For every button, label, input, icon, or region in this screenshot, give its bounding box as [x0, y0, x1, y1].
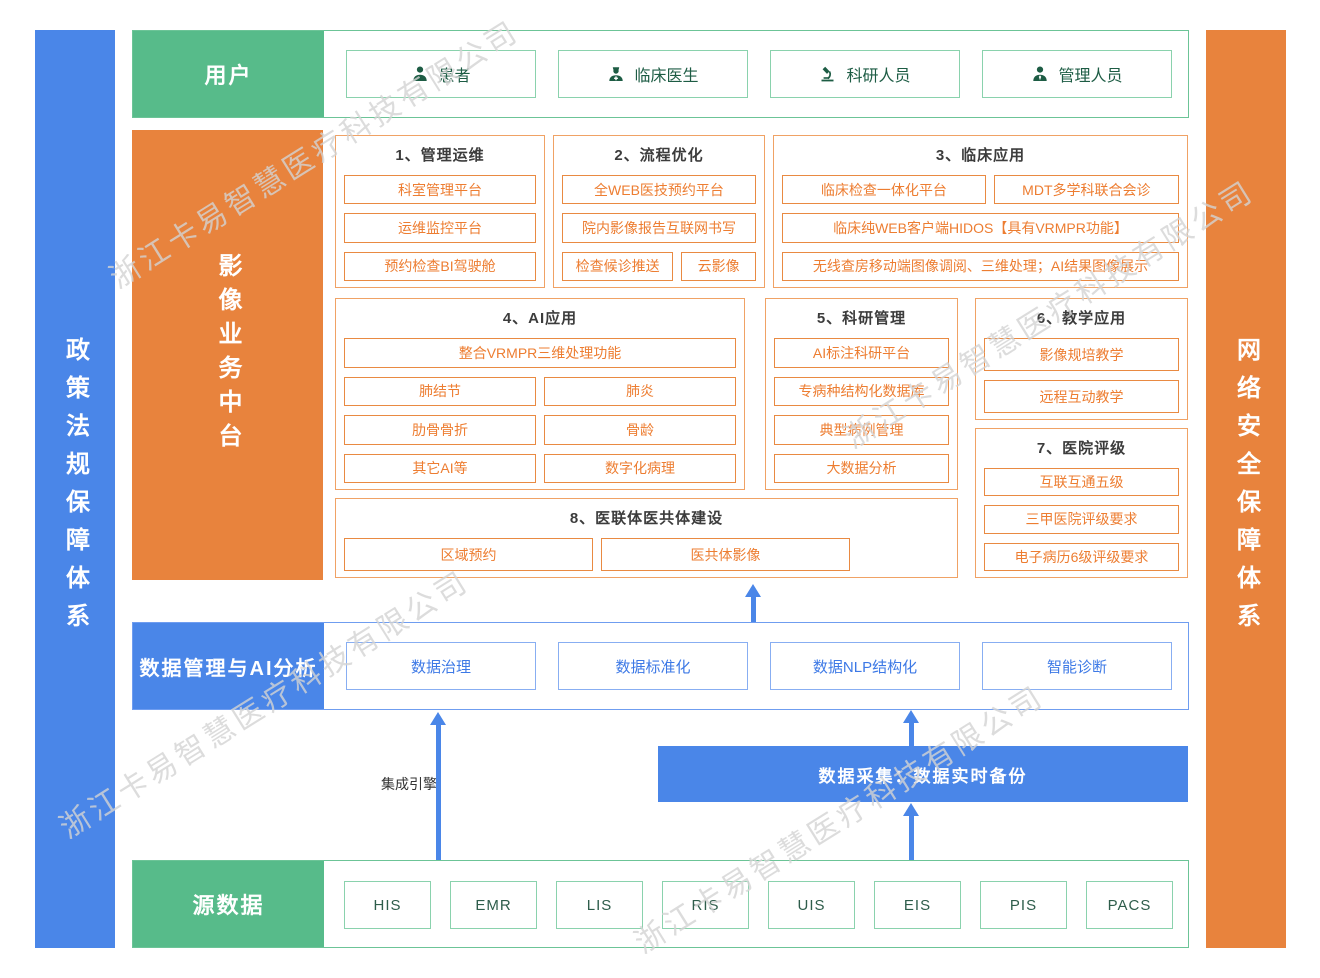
section-title: 1、管理运维 [395, 146, 485, 164]
user-box-manager: 管理人员 [982, 50, 1172, 98]
microscope-icon [819, 65, 837, 83]
business-row: 影像业务中台 1、管理运维 科室管理平台 运维监控平台 预约检查BI驾驶舱 2、… [132, 130, 1189, 580]
feature-box: 肺结节 [344, 376, 536, 406]
collection-lower-arrow-head [903, 803, 919, 816]
feature-box: 肋骨骨折 [344, 415, 536, 445]
data-mgmt-box: 数据治理 [346, 642, 536, 690]
feature-box: 三甲医院评级要求 [984, 505, 1179, 534]
section-medical-alliance: 8、医联体医共体建设 区域预约 医共体影像 [335, 498, 958, 578]
feature-box: 大数据分析 [774, 453, 949, 483]
section-teaching-application: 6、教学应用 影像规培教学 远程互动教学 [975, 298, 1188, 420]
feature-box: 典型病例管理 [774, 415, 949, 445]
collection-up-arrow-head [903, 710, 919, 723]
feature-box: 肺炎 [544, 376, 736, 406]
data-collection-bar: 数据采集：数据实时备份 [658, 746, 1188, 802]
feature-box: 专病种结构化数据库 [774, 376, 949, 406]
user-box-label: 管理人员 [1058, 68, 1123, 85]
feature-box: 区域预约 [344, 538, 593, 571]
feature-box: MDT多学科联合会诊 [993, 175, 1179, 205]
patient-icon [411, 65, 429, 83]
feature-box: 影像规培教学 [984, 338, 1179, 371]
feature-box: 临床检查一体化平台 [782, 175, 986, 205]
user-box-label: 患者 [438, 68, 471, 85]
feature-box: 运维监控平台 [344, 213, 536, 243]
feature-box: 数字化病理 [544, 453, 736, 483]
section-research-management: 5、科研管理 AI标注科研平台 专病种结构化数据库 典型病例管理 大数据分析 [765, 298, 958, 490]
user-box-researcher: 科研人员 [770, 50, 960, 98]
users-row-label: 用户 [133, 31, 324, 117]
source-box: HIS [344, 881, 431, 929]
data-mgmt-box: 数据NLP结构化 [770, 642, 960, 690]
feature-box: 骨龄 [544, 415, 736, 445]
business-row-label: 影像业务中台 [132, 130, 323, 580]
source-data-row: 源数据 HIS EMR LIS RIS UIS EIS PIS PACS [132, 860, 1189, 948]
feature-box: 预约检查BI驾驶舱 [344, 251, 536, 281]
feature-box: AI标注科研平台 [774, 338, 949, 368]
data-mgmt-box: 数据标准化 [558, 642, 748, 690]
up-arrow-head [745, 584, 761, 597]
feature-box: 互联互通五级 [984, 468, 1179, 497]
left-policy-bar: 政策法规保障体系 [35, 30, 115, 948]
feature-box: 其它AI等 [344, 453, 536, 483]
user-box-label: 科研人员 [846, 68, 911, 85]
source-box: PACS [1086, 881, 1173, 929]
source-row-label: 源数据 [133, 861, 324, 947]
source-box: RIS [662, 881, 749, 929]
source-box: EIS [874, 881, 961, 929]
manager-icon [1031, 65, 1049, 83]
feature-box: 临床纯WEB客户端HIDOS【具有VRMPR功能】 [782, 213, 1179, 243]
section-title: 8、医联体医共体建设 [569, 509, 724, 527]
feature-box: 无线查房移动端图像调阅、三维处理；AI结果图像展示 [782, 251, 1179, 281]
section-clinical-application: 3、临床应用 临床检查一体化平台 MDT多学科联合会诊 临床纯WEB客户端HID… [773, 135, 1188, 288]
section-hospital-rating: 7、医院评级 互联互通五级 三甲医院评级要求 电子病历6级评级要求 [975, 428, 1188, 578]
integration-arrow-shaft [436, 724, 441, 860]
source-box: PIS [980, 881, 1067, 929]
feature-box: 院内影像报告互联网书写 [562, 213, 756, 243]
data-mgmt-box: 智能诊断 [982, 642, 1172, 690]
section-ai-application: 4、AI应用 整合VRMPR三维处理功能 肺结节 肺炎 肋骨骨折 骨龄 其它AI… [335, 298, 745, 490]
section-process-optimization: 2、流程优化 全WEB医技预约平台 院内影像报告互联网书写 检查候诊推送 云影像 [553, 135, 765, 288]
collection-up-arrow-shaft [909, 722, 914, 746]
section-title: 2、流程优化 [614, 146, 704, 164]
feature-box: 全WEB医技预约平台 [562, 175, 756, 205]
feature-box: 远程互动教学 [984, 380, 1179, 413]
users-row: 用户 患者 临床医生 科研人员 管理人员 [132, 30, 1189, 118]
data-mgmt-row: 数据管理与AI分析 数据治理 数据标准化 数据NLP结构化 智能诊断 [132, 622, 1189, 710]
user-box-doctor: 临床医生 [558, 50, 748, 98]
doctor-icon [607, 65, 625, 83]
section-title: 4、AI应用 [502, 309, 578, 327]
section-title: 3、临床应用 [935, 146, 1026, 164]
feature-box: 电子病历6级评级要求 [984, 542, 1179, 571]
right-security-bar: 网络安全保障体系 [1206, 30, 1286, 948]
source-box: EMR [450, 881, 537, 929]
integration-engine-label: 集成引擎 [381, 776, 437, 792]
feature-box: 医共体影像 [601, 538, 850, 571]
feature-box: 云影像 [681, 251, 756, 281]
source-box: UIS [768, 881, 855, 929]
section-title: 7、医院评级 [1036, 439, 1127, 457]
up-arrow-shaft [751, 596, 756, 622]
feature-box: 检查候诊推送 [562, 251, 674, 281]
data-mgmt-row-label: 数据管理与AI分析 [133, 623, 324, 709]
user-box-patient: 患者 [346, 50, 536, 98]
integration-arrow-head [430, 712, 446, 725]
user-box-label: 临床医生 [634, 68, 699, 85]
section-title: 6、教学应用 [1036, 309, 1127, 327]
section-management-ops: 1、管理运维 科室管理平台 运维监控平台 预约检查BI驾驶舱 [335, 135, 545, 288]
source-box: LIS [556, 881, 643, 929]
collection-lower-arrow-shaft [909, 815, 914, 860]
section-title: 5、科研管理 [816, 309, 907, 327]
feature-box: 科室管理平台 [344, 175, 536, 205]
feature-box: 整合VRMPR三维处理功能 [344, 338, 736, 368]
